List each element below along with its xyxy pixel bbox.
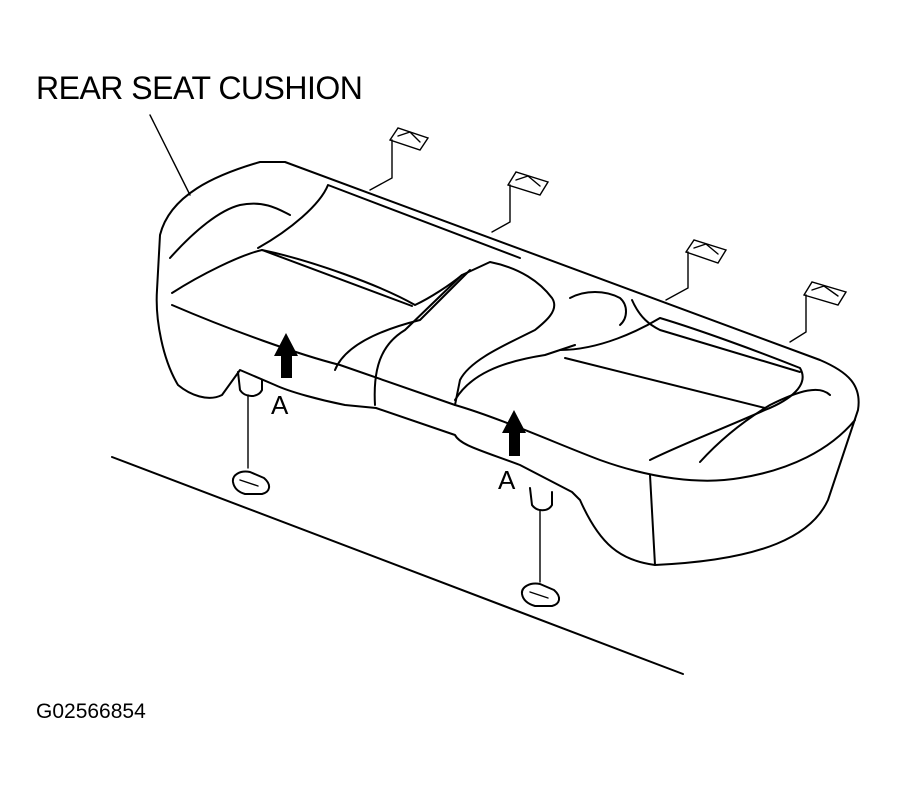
right-bolster: [699, 388, 831, 463]
cushion-hook-left: [237, 371, 263, 469]
left-bolster: [169, 202, 291, 259]
center-divider-left: [334, 269, 471, 371]
floor-retainer-left: [231, 470, 270, 495]
center-section: [373, 261, 556, 406]
floor-retainer-right: [520, 582, 560, 607]
right-seat-pleat: [564, 357, 766, 409]
right-headrest-bump: [569, 291, 627, 326]
title-leader-line: [149, 114, 191, 196]
right-seat-pad: [559, 317, 804, 461]
right-bolster-side: [649, 474, 656, 566]
cushion-hook-right: [529, 487, 553, 583]
center-divider-right: [454, 344, 576, 401]
figure-id: G02566854: [36, 700, 146, 723]
left-seat-pleat: [261, 249, 413, 307]
diagram-title: REAR SEAT CUSHION: [36, 70, 363, 106]
lift-arrow-right: [502, 410, 526, 456]
rear-clip-4: [789, 281, 848, 343]
rear-clip-1: [369, 127, 430, 191]
rear-clip-3: [665, 239, 728, 301]
left-seat-pad: [171, 249, 463, 306]
callout-a-right: A: [498, 465, 516, 495]
lift-arrow-left: [274, 333, 298, 378]
rear-clip-2: [491, 171, 550, 233]
cushion-outline: [155, 161, 860, 566]
right-back-edge: [631, 299, 801, 373]
left-seat-back-edge: [257, 184, 521, 259]
floor-line: [111, 456, 684, 675]
callout-a-left: A: [271, 390, 289, 420]
